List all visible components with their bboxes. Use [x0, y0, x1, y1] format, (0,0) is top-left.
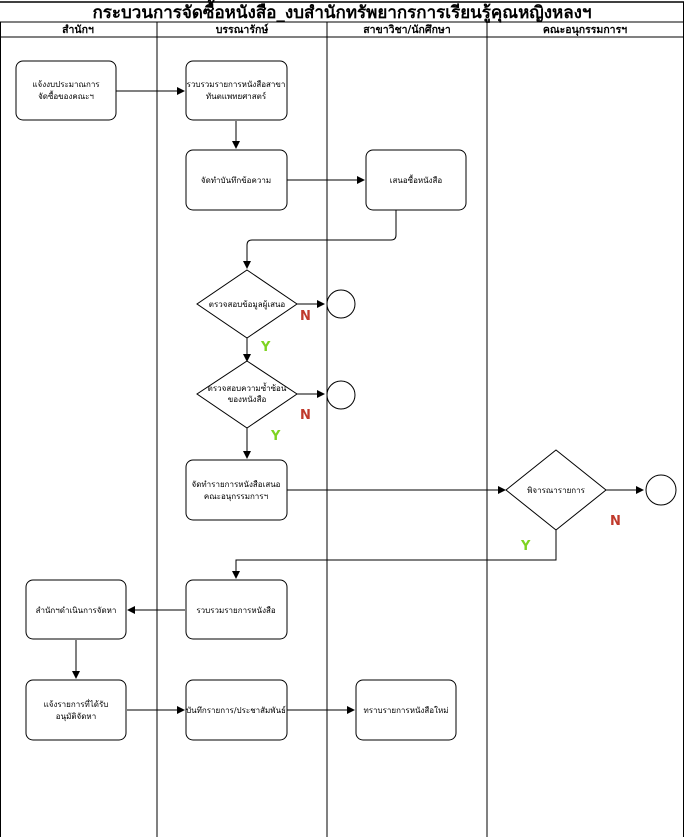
svg-text:อนุมัติจัดหา: อนุมัติจัดหา: [56, 712, 96, 721]
lane-header-committee: คณะอนุกรรมการฯ: [543, 24, 627, 37]
decision-check-duplicate: ตรวจสอบความซ้ำซ้อน ของหนังสือ: [196, 360, 298, 429]
process-acknowledge-new-books: ทราบรายการหนังสือใหม่: [355, 679, 457, 741]
process-collect-book-list: รวบรวมรายการหนังสือสาขา ทันตแพทยศาสตร์: [185, 60, 288, 121]
svg-text:รวบรวมรายการหนังสือสาขา: รวบรวมรายการหนังสือสาขา: [187, 80, 286, 89]
lane-header-librarian: บรรณารักษ์: [216, 23, 269, 36]
svg-text:ตรวจสอบข้อมูลผู้เสนอ: ตรวจสอบข้อมูลผู้เสนอ: [209, 300, 286, 310]
svg-text:ทันตแพทยศาสตร์: ทันตแพทยศาสตร์: [206, 91, 267, 101]
svg-text:สำนักฯดำเนินการจัดหา: สำนักฯดำเนินการจัดหา: [36, 606, 117, 615]
label-no-2: N: [300, 408, 311, 423]
svg-text:แจ้งรายการที่ได้รับ: แจ้งรายการที่ได้รับ: [44, 698, 109, 709]
svg-text:แจ้งงบประมาณการ: แจ้งงบประมาณการ: [32, 80, 100, 89]
process-prepare-committee-list: จัดทำรายการหนังสือเสนอ คณะอนุกรรมการฯ: [185, 459, 288, 521]
svg-text:บันทึกรายการ/ประชาสัมพันธ์: บันทึกรายการ/ประชาสัมพันธ์: [186, 705, 286, 715]
process-notify-budget: แจ้งงบประมาณการ จัดซื้อของคณะฯ: [15, 60, 117, 121]
decision-review-list: พิจารณารายการ: [505, 449, 607, 531]
lane-header-department: สาขาวิชา/นักศึกษา: [363, 24, 451, 36]
label-yes-1: Y: [260, 340, 271, 355]
decision-check-proposer: ตรวจสอบข้อมูลผู้เสนอ: [196, 269, 298, 339]
process-notify-approved: แจ้งรายการที่ได้รับ อนุมัติจัดหา: [25, 679, 127, 741]
label-no-1: N: [300, 309, 311, 324]
svg-text:คณะอนุกรรมการฯ: คณะอนุกรรมการฯ: [204, 492, 268, 501]
end-circle-1: [326, 289, 356, 319]
process-record-publicize: บันทึกรายการ/ประชาสัมพันธ์: [185, 679, 288, 741]
process-compile-list: รวบรวมรายการหนังสือ: [185, 579, 288, 640]
label-yes-2: Y: [270, 429, 281, 444]
label-no-3: N: [610, 514, 621, 529]
end-circle-3: [645, 474, 677, 506]
svg-text:จัดทำรายการหนังสือเสนอ: จัดทำรายการหนังสือเสนอ: [192, 480, 281, 489]
svg-text:รวบรวมรายการหนังสือ: รวบรวมรายการหนังสือ: [196, 606, 276, 615]
svg-text:ทราบรายการหนังสือใหม่: ทราบรายการหนังสือใหม่: [363, 706, 448, 715]
lane-header-office: สำนักฯ: [62, 24, 94, 36]
svg-text:จัดซื้อของคณะฯ: จัดซื้อของคณะฯ: [38, 90, 94, 101]
svg-text:ตรวจสอบความซ้ำซ้อน: ตรวจสอบความซ้ำซ้อน: [208, 382, 287, 393]
connectors: [72, 87, 644, 714]
process-prepare-memo: จัดทำบันทึกข้อความ: [185, 149, 288, 211]
end-circle-2: [326, 380, 356, 410]
svg-text:พิจารณารายการ: พิจารณารายการ: [527, 486, 585, 495]
svg-text:ของหนังสือ: ของหนังสือ: [228, 395, 267, 404]
svg-text:จัดทำบันทึกข้อความ: จัดทำบันทึกข้อความ: [201, 176, 271, 185]
diagram-title: กระบวนการจัดซื้อหนังสือ_งบสำนักทรัพยากรก…: [92, 0, 591, 24]
svg-text:เสนอซื้อหนังสือ: เสนอซื้อหนังสือ: [390, 174, 443, 185]
process-office-procure: สำนักฯดำเนินการจัดหา: [25, 579, 127, 640]
process-propose-books: เสนอซื้อหนังสือ: [365, 149, 467, 211]
label-yes-3: Y: [520, 539, 531, 554]
